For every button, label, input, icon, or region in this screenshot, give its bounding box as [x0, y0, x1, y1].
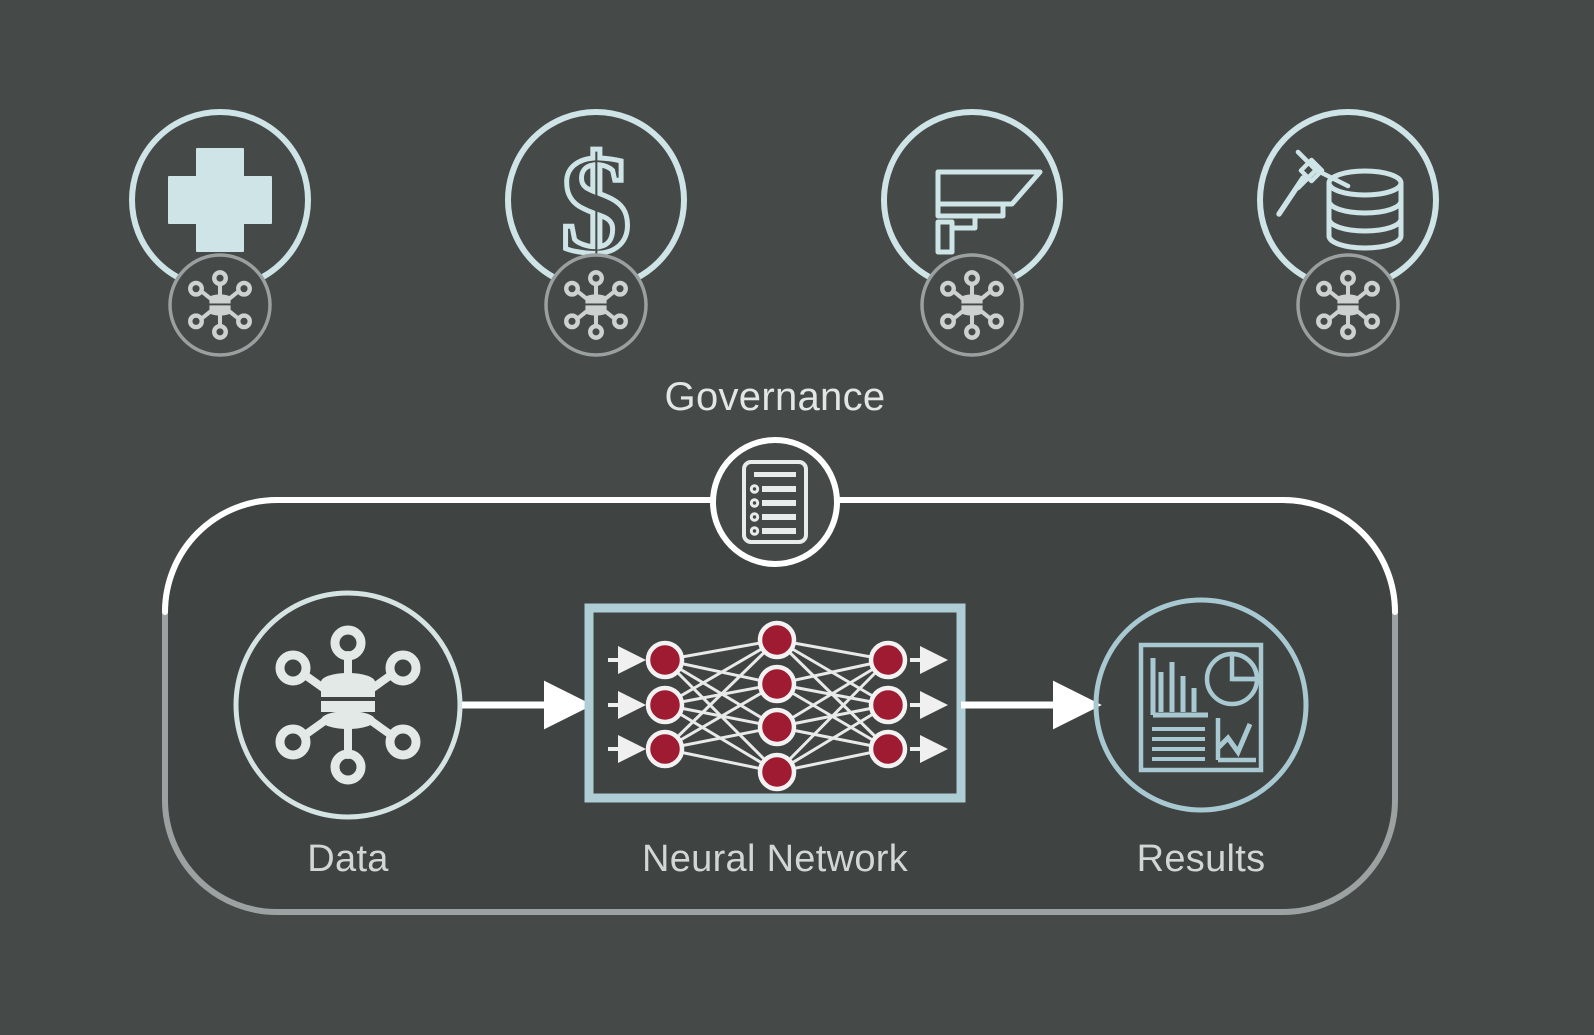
results-circle: [1093, 597, 1309, 813]
source-item-surveillance[interactable]: [881, 109, 1063, 357]
nn-input-arrows: [608, 646, 646, 763]
stage-label-data: Data: [307, 838, 389, 880]
source-item-finance[interactable]: $: [505, 109, 687, 357]
stage-icon-data[interactable]: [233, 590, 463, 820]
stage-label-results: Results: [1136, 838, 1266, 880]
governance-label: Governance: [664, 375, 886, 419]
nn-output-arrows: [910, 646, 948, 763]
source-item-data-mining[interactable]: [1257, 109, 1439, 357]
data-network-badge-icon: [168, 253, 272, 357]
stage-label-neural-network: Neural Network: [641, 838, 909, 880]
data-network-badge-icon: [1296, 253, 1400, 357]
nn-nodes: [645, 620, 908, 792]
data-network-icon: [275, 625, 421, 785]
data-network-badge-icon: [920, 253, 1024, 357]
checklist-document-icon: [742, 460, 808, 544]
governance-node[interactable]: [710, 437, 840, 567]
security-camera-icon: [935, 169, 1043, 255]
pickaxe-database-icon: [1276, 149, 1404, 251]
data-network-badge-icon: [544, 253, 648, 357]
data-circle: [233, 590, 463, 820]
source-item-healthcare[interactable]: [129, 109, 311, 357]
stage-icon-results[interactable]: [1093, 597, 1309, 813]
results-dashboard-icon: [1138, 642, 1264, 773]
medical-cross-icon: [168, 148, 272, 252]
